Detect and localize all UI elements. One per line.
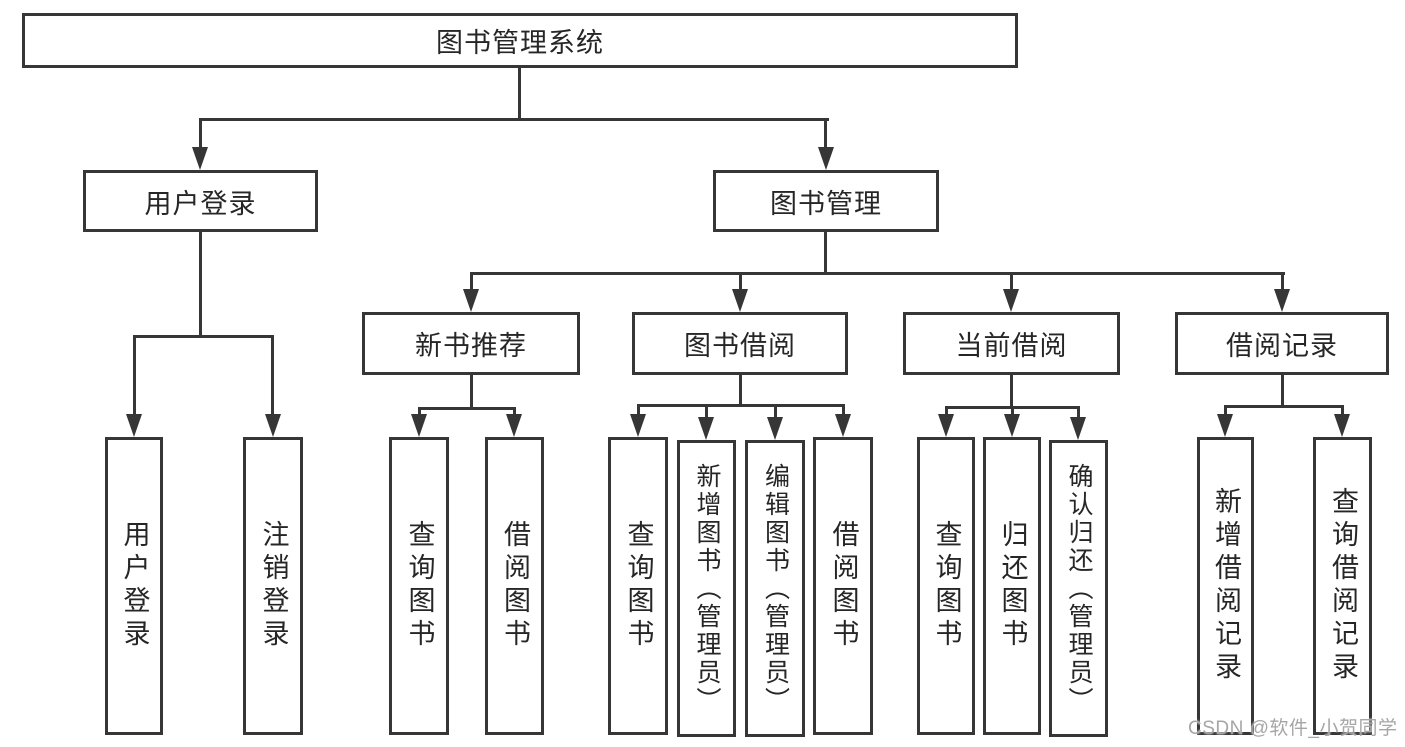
node-label: 注销登录 [258,520,289,652]
node-logout-leaf: 注销登录 [243,437,303,735]
connector-line [842,404,845,416]
connector-line [199,118,829,121]
node-current-borrowing: 当前借阅 [903,312,1120,375]
connector-line [133,335,136,416]
connector-line [1010,375,1013,408]
connector-line [1011,406,1014,416]
node-label: 借阅图书 [500,520,530,652]
arrowhead-down-icon [630,414,646,437]
arrowhead-down-icon [265,414,281,437]
arrowhead-down-icon [1070,417,1086,440]
node-query-books-current: 查询图书 [917,437,975,735]
node-library-management-system: 图书管理系统 [22,13,1018,68]
arrowhead-down-icon [818,147,834,170]
connector-line [1010,272,1013,292]
node-label: 查询图书 [404,520,435,652]
node-label: 归还图书 [997,520,1028,652]
node-label: 借阅图书 [828,520,859,652]
connector-line [470,272,1285,275]
connector-line [418,407,421,416]
node-label: 确认归还（管理员） [1065,462,1093,715]
connector-line [199,232,202,337]
node-label: 新增借阅记录 [1211,487,1241,685]
node-query-borrow-record: 查询借阅记录 [1313,437,1372,735]
arrowhead-down-icon [463,289,479,312]
connector-line [1077,406,1080,419]
node-label: 新增图书（管理员） [693,462,721,715]
connector-line [518,68,521,120]
node-label: 借阅记录 [1226,331,1338,361]
node-label: 当前借阅 [955,331,1068,361]
csdn-watermark: CSDN @软件_小贺同学 [1188,718,1398,739]
node-label: 查询图书 [931,520,962,652]
arrowhead-down-icon [1334,414,1350,437]
connector-line [739,272,742,292]
connector-line [418,407,516,410]
node-query-books-recommend: 查询图书 [389,437,449,735]
arrowhead-down-icon [835,414,851,437]
connector-line [1281,375,1284,407]
node-add-books-admin: 新增图书（管理员） [677,440,736,737]
node-book-borrowing: 图书借阅 [632,312,848,375]
connector-line [1341,405,1344,416]
connector-line [824,232,827,274]
node-new-book-recommendation: 新书推荐 [362,312,580,375]
connector-line [637,404,640,416]
node-confirm-return-admin: 确认归还（管理员） [1049,440,1108,737]
arrowhead-down-icon [1004,414,1020,437]
node-label: 编辑图书（管理员） [761,462,790,715]
node-label: 查询借阅记录 [1328,487,1358,685]
node-book-management: 图书管理 [713,170,939,232]
node-user-login: 用户登录 [83,170,318,232]
connector-line [513,407,516,416]
arrowhead-down-icon [1003,289,1019,312]
node-add-borrow-record: 新增借阅记录 [1197,437,1254,735]
node-label: 用户登录 [119,520,150,652]
arrowhead-down-icon [411,414,427,437]
node-query-books-borrow: 查询图书 [608,437,668,735]
connector-line [470,272,473,292]
connector-line [945,406,948,416]
connector-line [1224,405,1227,416]
node-borrow-books-recommend: 借阅图书 [485,437,544,735]
node-label: 图书借阅 [684,331,796,361]
node-label: 图书管理 [770,188,882,219]
connector-line [824,118,827,150]
arrowhead-down-icon [732,289,748,312]
arrowhead-down-icon [767,417,783,440]
connector-line [199,118,202,150]
node-borrow-books-leaf: 借阅图书 [813,437,873,735]
node-label: 查询图书 [623,520,654,652]
connector-line [1281,272,1284,292]
connector-line [470,375,473,409]
node-label: 新书推荐 [415,331,527,361]
node-label: 图书管理系统 [436,28,604,58]
arrowhead-down-icon [192,147,208,170]
node-borrowing-records: 借阅记录 [1175,312,1389,375]
connector-line [739,375,742,406]
arrowhead-down-icon [126,414,142,437]
connector-line [774,404,777,419]
arrowhead-down-icon [938,414,954,437]
node-return-books: 归还图书 [983,437,1041,735]
connector-line [271,335,274,416]
connector-line [637,404,845,407]
arrowhead-down-icon [1274,289,1290,312]
node-user-login-leaf: 用户登录 [105,437,163,735]
connector-line [133,335,274,338]
node-label: 用户登录 [144,188,257,219]
arrowhead-down-icon [698,417,714,440]
connector-line [705,404,708,419]
arrowhead-down-icon [1217,414,1233,437]
connector-line [1224,405,1344,408]
node-edit-books-admin: 编辑图书（管理员） [745,440,805,737]
arrowhead-down-icon [506,414,522,437]
